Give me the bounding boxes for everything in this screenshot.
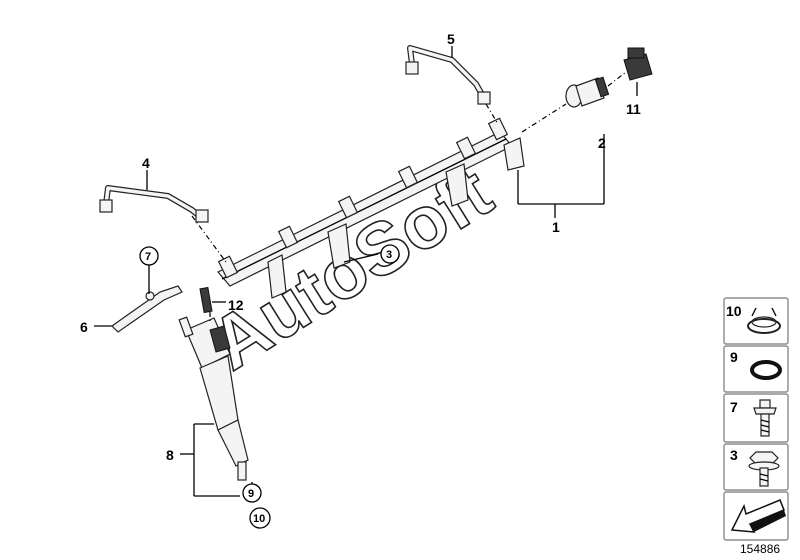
injector-clamp[interactable] <box>111 285 183 333</box>
callout-12: 12 <box>228 297 244 313</box>
callout-circle-7: 7 <box>139 246 159 266</box>
svg-text:9: 9 <box>248 488 254 500</box>
legend-label-10: 10 <box>726 303 742 319</box>
injection-pipe-5[interactable] <box>405 45 491 105</box>
sleeve[interactable] <box>199 286 213 314</box>
fuel-rail[interactable] <box>217 117 525 299</box>
pressure-sensor[interactable] <box>565 76 610 108</box>
legend-label-9: 9 <box>730 349 738 365</box>
legend-label-3: 3 <box>730 447 738 463</box>
injection-pipe-4[interactable] <box>99 185 209 223</box>
callout-6: 6 <box>80 319 88 335</box>
callout-circle-10: 10 <box>249 507 271 529</box>
callout-2: 2 <box>598 135 606 151</box>
o-ring-icon <box>750 360 782 380</box>
legend-panel: 10 9 7 3 <box>723 297 789 541</box>
clip-ring-icon <box>747 307 781 334</box>
hex-bolt-icon <box>748 451 780 487</box>
callout-4: 4 <box>142 155 150 171</box>
callout-circle-9: 9 <box>242 483 262 503</box>
sensor-connector[interactable] <box>623 47 653 81</box>
callout-8: 8 <box>166 447 174 463</box>
stud-bolt-icon <box>753 399 777 437</box>
callout-5: 5 <box>447 31 455 47</box>
legend-label-7: 7 <box>730 399 738 415</box>
fuel-injector[interactable] <box>178 316 249 481</box>
svg-text:3: 3 <box>386 249 392 261</box>
leader-lines <box>94 46 638 497</box>
callout-1: 1 <box>552 219 560 235</box>
diagram-part-number: 154886 <box>740 542 780 556</box>
arrow-icon <box>730 499 786 533</box>
svg-text:7: 7 <box>145 251 151 263</box>
callout-circle-3: 3 <box>380 244 400 264</box>
callout-11: 11 <box>626 101 641 117</box>
svg-text:10: 10 <box>253 513 265 525</box>
